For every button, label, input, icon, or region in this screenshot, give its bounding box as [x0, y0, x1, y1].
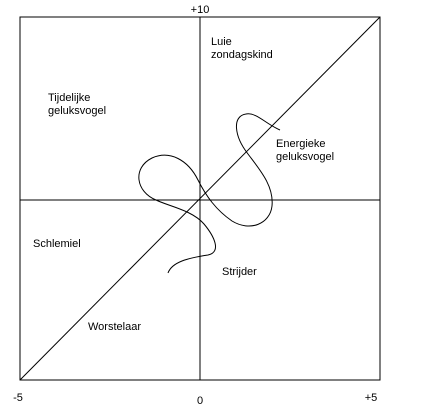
quadrant-label-energieke-line2: geluksvogel [276, 151, 334, 163]
quadrant-label-luie-line1: Luie [211, 36, 232, 48]
quadrant-label-tijdelijke-line2: geluksvogel [48, 105, 106, 117]
axis-label-center: 0 [197, 395, 203, 407]
quadrant-label-energieke-line1: Energieke [276, 138, 326, 150]
axis-label-top: +10 [191, 4, 210, 16]
quadrant-label-luie-line2: zondagskind [211, 49, 273, 61]
quadrant-label-schlemiel: Schlemiel [33, 238, 81, 250]
quadrant-label-tijdelijke-line1: Tijdelijke [48, 92, 90, 104]
quadrant-label-worstelaar: Worstelaar [88, 321, 141, 333]
quadrant-label-strijder: Strijder [222, 266, 257, 278]
axis-label-left: -5 [13, 392, 23, 404]
wavy-curve [138, 113, 281, 274]
axis-label-right: +5 [365, 392, 378, 404]
diagonal-line [19, 16, 381, 381]
